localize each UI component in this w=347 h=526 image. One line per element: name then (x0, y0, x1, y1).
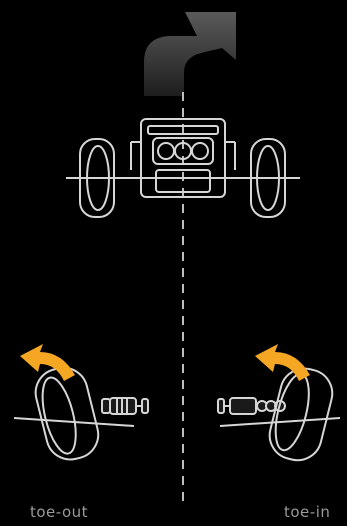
toe-in-label: toe-in (284, 503, 331, 521)
toe-out-wheel-group (13, 344, 149, 461)
tie-rod-end-icon (101, 397, 149, 415)
curved-forward-arrow-icon (144, 12, 236, 96)
curved-rotation-arrow-icon (20, 344, 75, 381)
front-axle-assembly (66, 118, 300, 218)
toe-in-wheel-group (217, 344, 341, 462)
curved-rotation-arrow-icon (255, 344, 310, 381)
tie-rod-end-icon (217, 397, 286, 415)
tire-icon (79, 138, 115, 218)
engine-block-icon (130, 118, 236, 198)
toe-out-label: toe-out (30, 503, 89, 521)
tire-icon (250, 138, 286, 218)
